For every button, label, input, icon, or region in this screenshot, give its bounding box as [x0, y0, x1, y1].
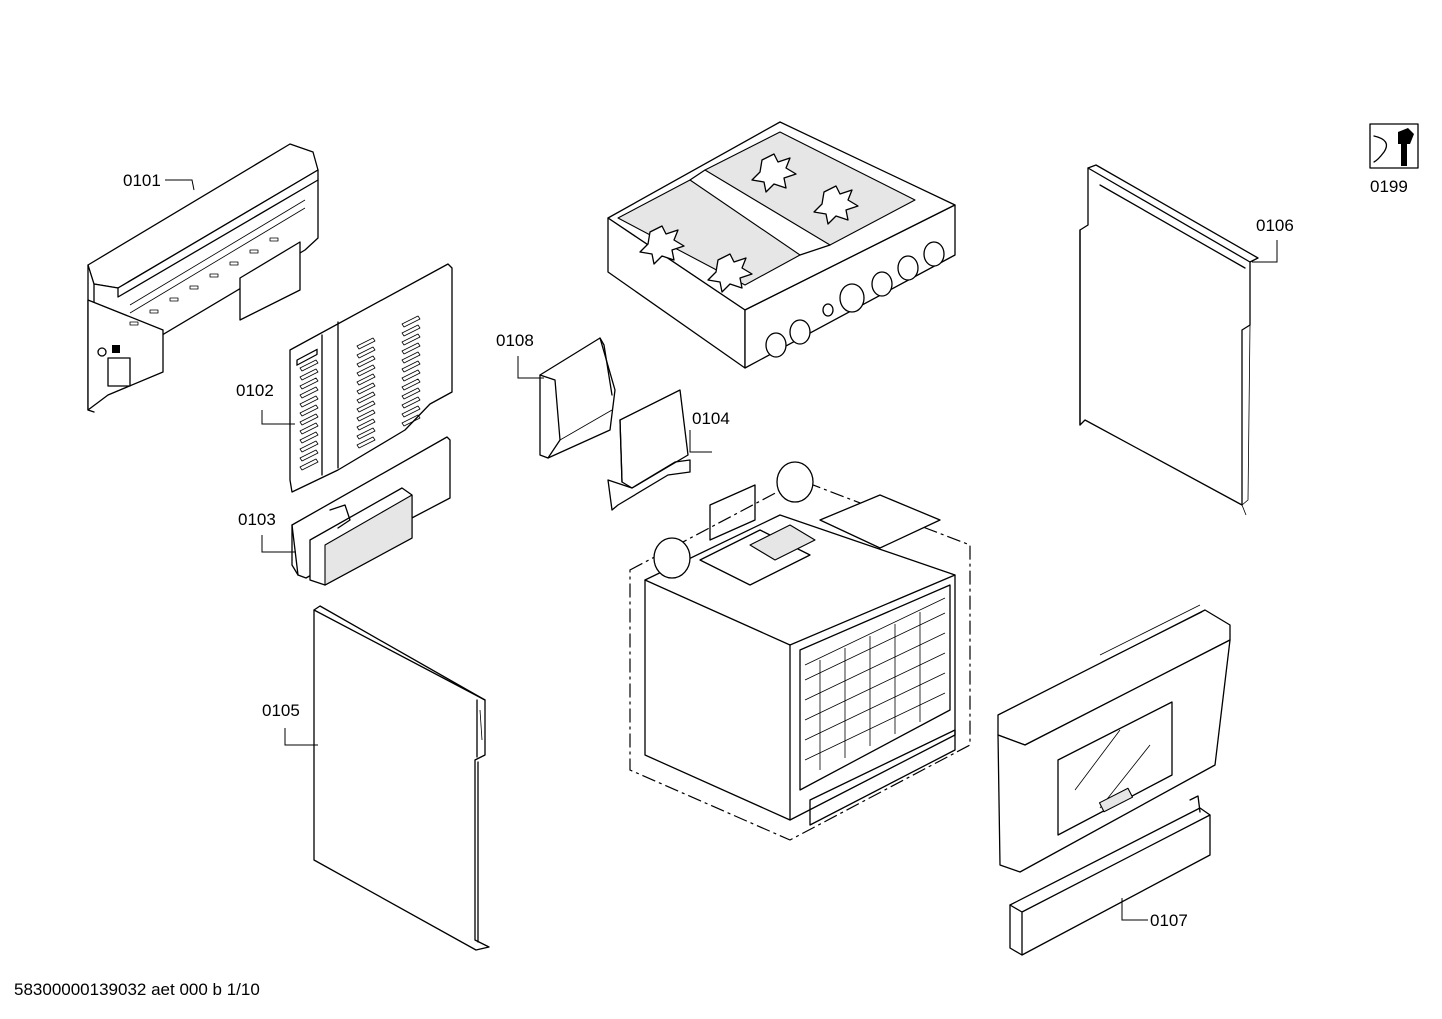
louvre-slot — [356, 400, 376, 413]
louvre-slot — [401, 387, 421, 400]
louvre-slot — [356, 337, 376, 350]
label-0107: 0107 — [1121, 898, 1188, 930]
louvre-slot — [299, 413, 319, 426]
louvre-slot — [401, 378, 421, 391]
svg-text:0101: 0101 — [123, 171, 161, 190]
svg-text:0106: 0106 — [1256, 216, 1294, 235]
louvre-slot — [299, 431, 319, 444]
louvre-slot — [299, 377, 319, 390]
part-0103-duct-cover[interactable] — [291, 436, 451, 586]
louvre-slot — [401, 414, 421, 427]
louvre-slot — [401, 315, 421, 328]
part-0108-bracket[interactable] — [539, 337, 616, 459]
louvre-slot — [299, 440, 319, 453]
part-0104-shield[interactable] — [607, 389, 691, 511]
louvre-slot — [299, 368, 319, 381]
louvre-slot — [356, 427, 376, 440]
louvre-slot — [401, 396, 421, 409]
louvre-slot — [356, 373, 376, 386]
louvre-slot — [401, 360, 421, 373]
louvre-slot — [356, 355, 376, 368]
louvre-slot — [401, 405, 421, 418]
louvre-slot — [356, 436, 376, 449]
svg-text:0103: 0103 — [238, 510, 276, 529]
svg-text:0105: 0105 — [262, 701, 300, 720]
label-0103: 0103 — [238, 510, 296, 553]
burner-grate-icon — [639, 153, 859, 293]
louvre-slot — [401, 324, 421, 337]
svg-text:0107: 0107 — [1150, 911, 1188, 930]
part-0107-door-trim[interactable] — [1009, 795, 1211, 956]
oven-door-assembly[interactable] — [997, 604, 1231, 873]
louvre-slot — [356, 364, 376, 377]
louvre-slot — [299, 395, 319, 408]
louvre-slot — [299, 449, 319, 462]
part-0106-side-panel-right[interactable] — [1079, 164, 1259, 516]
louvre-slot — [299, 422, 319, 435]
louvre-slot — [356, 346, 376, 359]
louvre-slot — [356, 418, 376, 431]
louvre-slot — [299, 404, 319, 417]
louvre-slot — [401, 369, 421, 382]
louvre-slot — [356, 391, 376, 404]
louvre-slot — [356, 409, 376, 422]
label-0199: 0199 — [1370, 177, 1408, 196]
label-0106: 0106 — [1252, 216, 1294, 263]
louvre-slot — [356, 382, 376, 395]
louvre-slot — [299, 458, 319, 471]
svg-text:0104: 0104 — [692, 409, 730, 428]
svg-text:0199: 0199 — [1370, 177, 1408, 196]
svg-text:0108: 0108 — [496, 331, 534, 350]
label-0102: 0102 — [236, 381, 295, 425]
part-0105-side-panel-left[interactable] — [313, 605, 490, 951]
louvre-slot — [299, 386, 319, 399]
label-0108: 0108 — [496, 331, 544, 379]
cooktop-assembly[interactable] — [607, 121, 956, 369]
oven-body-assembly[interactable] — [629, 461, 971, 841]
part-0102-rear-panel[interactable] — [289, 263, 453, 493]
label-0101: 0101 — [123, 171, 195, 191]
wrench-icon[interactable] — [1369, 123, 1419, 169]
louvre-slot — [401, 342, 421, 355]
document-footer: 58300000139032 aet 000 b 1/10 — [14, 980, 260, 999]
control-knob-icon — [765, 241, 945, 358]
louvre-slot — [401, 351, 421, 364]
oven-rack-icon — [804, 597, 946, 770]
louvre-slot — [401, 333, 421, 346]
svg-text:0102: 0102 — [236, 381, 274, 400]
part-0101-backguard[interactable] — [87, 143, 319, 413]
label-0105: 0105 — [262, 701, 318, 746]
louvre-slot — [299, 359, 319, 372]
label-0104: 0104 — [689, 409, 730, 453]
